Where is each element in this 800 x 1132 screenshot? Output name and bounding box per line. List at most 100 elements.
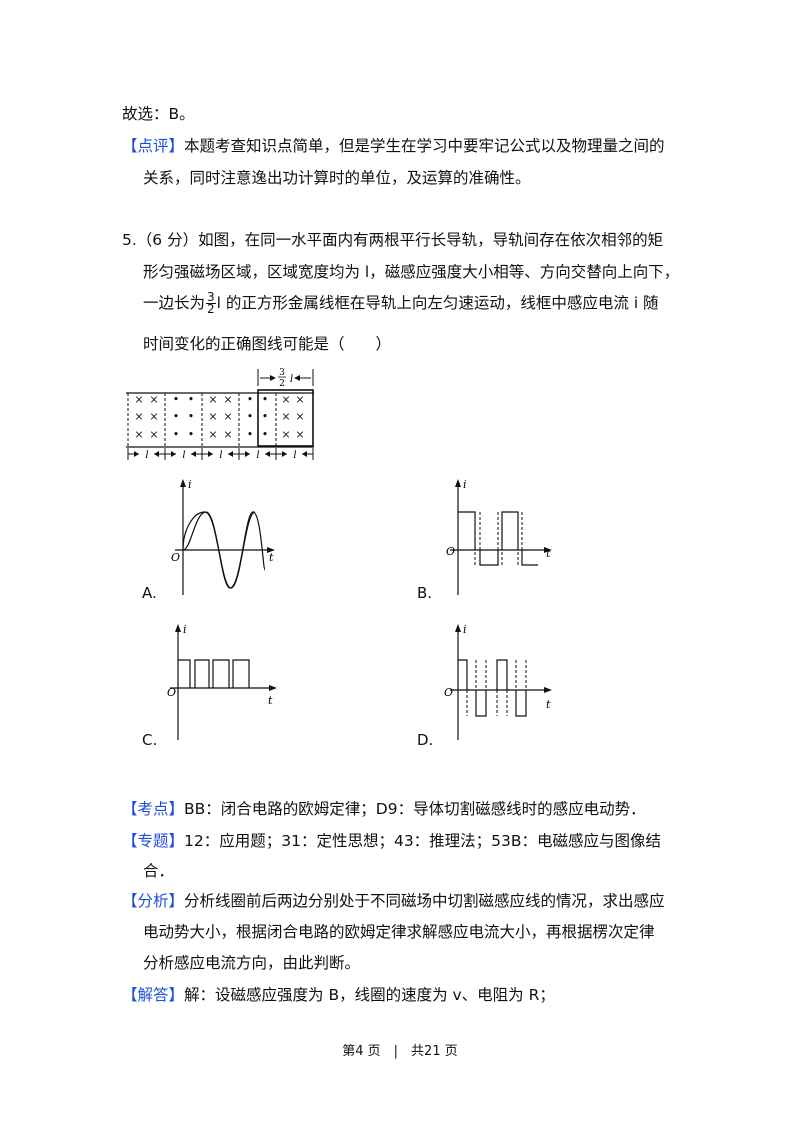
svg-text:i: i [183, 623, 187, 636]
cross-symbol: × [281, 410, 290, 423]
zhuanti-line-1: 【专题】12：应用题；31：定性思想；43：推理法；53B：电磁感应与图像结 [122, 830, 661, 852]
fenxi-line-1: 【分析】分析线圈前后两边分别处于不同磁场中切割磁感应线的情况，求出感应 [122, 890, 665, 912]
dot-symbol: • [188, 428, 195, 441]
bottom-dimensions [127, 448, 314, 460]
comment-text-1: 本题考查知识点简单，但是学生在学习中要牢记公式以及物理量之间的 [184, 137, 665, 155]
dim-var: l [290, 374, 293, 385]
zhuanti-line-2: 合． [143, 862, 175, 880]
svg-text:t: t [546, 698, 551, 711]
top-dimension [257, 369, 314, 386]
question-text-3a: 一边长为 [143, 294, 206, 312]
cross-symbol: × [281, 393, 290, 406]
origin-label: O [171, 551, 180, 564]
kaodian-text: BB：闭合电路的欧姆定律；D9：导体切割磁感线时的感应电动势． [184, 800, 646, 818]
cross-symbol: × [208, 428, 217, 441]
dim-frac-den: 2 [279, 379, 285, 389]
option-c[interactable]: C. [142, 731, 158, 749]
zhuanti-text-1: 12：应用题；31：定性思想；43：推理法；53B：电磁感应与图像结 [184, 832, 662, 850]
fenxi-line-3: 分析感应电流方向，由此判断。 [143, 954, 361, 972]
fenxi-line-2: 电动势大小，根据闭合电路的欧姆定律求解感应电流大小，再根据楞次定律 [143, 923, 655, 941]
dot-symbol: • [247, 410, 254, 423]
width-label: l [219, 450, 222, 461]
field-diagram: × × × × × × • • • • • • × × × × × × • • • • • • × × ×… [126, 368, 314, 461]
dot-symbol: • [173, 410, 180, 423]
cross-symbol: × [149, 428, 158, 441]
question-line-1: 5.（6 分）如图，在同一水平面内有两根平行长导轨，导轨间存在依次相邻的矩 [122, 229, 663, 251]
cross-symbol: × [134, 410, 143, 423]
jieda-line-1: 【解答】解：设磁感应强度为 B，线圈的速度为 v、电阻为 R； [122, 984, 555, 1006]
dim-frac-num: 3 [279, 368, 285, 378]
option-b[interactable]: B. [417, 584, 433, 602]
dot-symbol: • [173, 428, 180, 441]
comment-line-1: 【点评】本题考查知识点简单，但是学生在学习中要牢记公式以及物理量之间的 [122, 135, 665, 157]
jieda-tag: 【解答】 [122, 986, 185, 1004]
cross-symbol: × [208, 393, 217, 406]
question-text-1: 如图，在同一水平面内有两根平行长导轨，导轨间存在依次相邻的矩 [198, 231, 664, 249]
dot-symbol: • [188, 393, 195, 406]
fenxi-tag: 【分析】 [122, 892, 185, 910]
cross-symbol: × [149, 393, 158, 406]
dot-symbol: • [262, 393, 269, 406]
option-d[interactable]: D. [417, 731, 434, 749]
bottom-labels: l l l l l [145, 450, 296, 461]
axis-t-label: t [269, 551, 274, 564]
svg-text:t: t [546, 547, 551, 560]
dot-symbol: • [247, 393, 254, 406]
cross-symbol: × [223, 410, 232, 423]
svg-text:O: O [446, 545, 455, 558]
cross-symbol: × [295, 410, 304, 423]
jieda-text-1: 解：设磁感应强度为 B，线圈的速度为 v、电阻为 R； [184, 986, 555, 1004]
svg-text:O: O [167, 686, 176, 699]
square-coil [257, 389, 314, 447]
kaodian-line: 【考点】BB：闭合电路的欧姆定律；D9：导体切割磁感线时的感应电动势． [122, 798, 646, 820]
width-label: l [293, 450, 296, 461]
fraction-denominator: 2 [207, 302, 215, 316]
fenxi-text-1: 分析线圈前后两边分别处于不同磁场中切割磁感应线的情况，求出感应 [184, 892, 665, 910]
cross-symbol: × [281, 428, 290, 441]
cross-symbol: × [223, 428, 232, 441]
cross-symbol: × [223, 393, 232, 406]
width-label: l [182, 450, 185, 461]
svg-text:i: i [463, 623, 467, 636]
cross-symbol: × [295, 428, 304, 441]
question-number: 5.（6 分） [122, 231, 199, 249]
zhuanti-tag: 【专题】 [122, 832, 185, 850]
i-axis-arrow [180, 479, 186, 487]
dot-symbol: • [247, 428, 254, 441]
question-line-2: 形匀强磁场区域，区域宽度均为 l，磁感应强度大小相等、方向交替向上向下， [143, 263, 680, 281]
page-footer: 第4 页 | 共21 页 [342, 1044, 458, 1059]
field-symbols: × × × × × × • • • • • • × × × × × × • • • • • • × × ×… [134, 393, 304, 441]
waveform [178, 659, 250, 688]
option-a[interactable]: A. [142, 584, 157, 602]
axis-i-label: i [188, 478, 192, 491]
question-text-3b: l 的正方形金属线框在导轨上向左匀速运动，线框中感应电流 i 随 [216, 294, 659, 312]
dot-symbol: • [188, 410, 195, 423]
dot-symbol: • [262, 410, 269, 423]
cross-symbol: × [149, 410, 158, 423]
graph-a: i t O [171, 478, 275, 595]
kaodian-tag: 【考点】 [122, 800, 185, 818]
cross-symbol: × [208, 410, 217, 423]
dot-symbol: • [173, 393, 180, 406]
comment-line-2: 关系，同时注意逸出功计算时的单位，及运算的准确性。 [143, 169, 531, 187]
svg-text:O: O [444, 686, 453, 699]
graph-c: i t O [167, 623, 277, 740]
t-axis-arrow [267, 547, 275, 553]
fraction-numerator: 3 [206, 290, 216, 304]
cross-symbol: × [134, 393, 143, 406]
graph-d: i t O [444, 623, 552, 740]
question-line-4: 时间变化的正确图线可能是（ ） [143, 335, 392, 353]
answer-line: 故选：B。 [122, 105, 195, 123]
comment-tag: 【点评】 [122, 137, 185, 155]
sine-curve-main [182, 511, 266, 589]
svg-text:t: t [268, 694, 273, 707]
graph-b: i t O [446, 478, 552, 595]
width-label: l [256, 450, 259, 461]
region-boundaries [127, 393, 277, 447]
width-label: l [145, 450, 148, 461]
dot-symbol: • [262, 428, 269, 441]
cross-symbol: × [295, 393, 304, 406]
cross-symbol: × [134, 428, 143, 441]
